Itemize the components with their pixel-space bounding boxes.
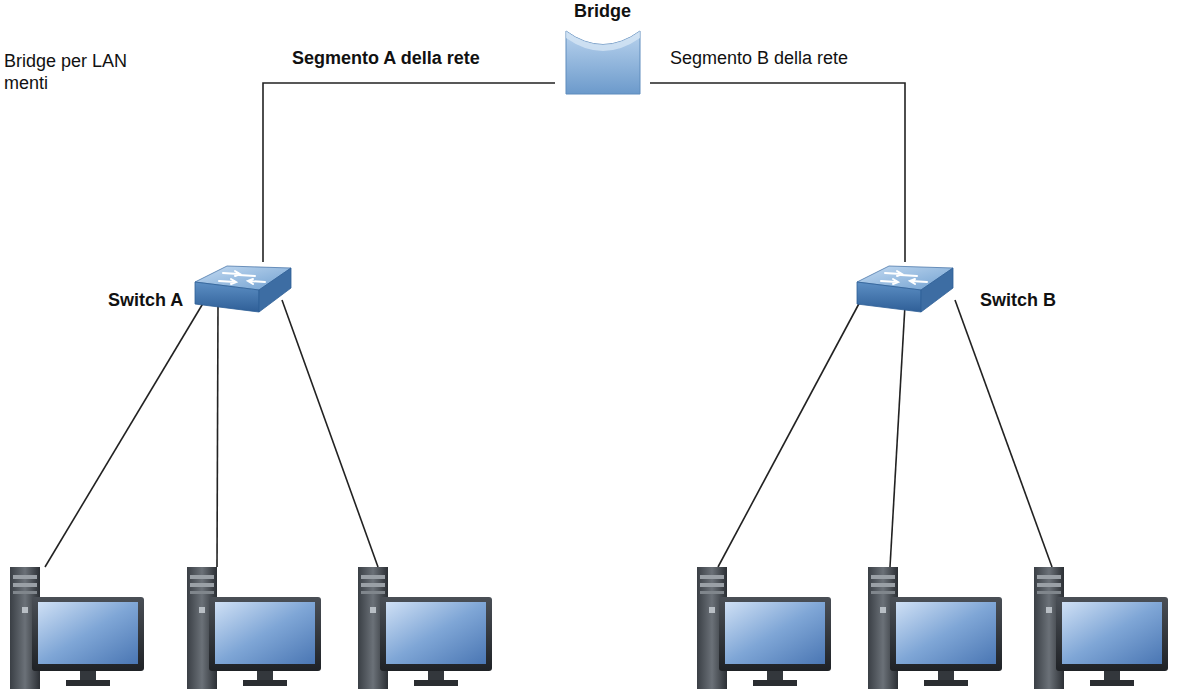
segment-label: Segmento A della rete xyxy=(290,47,482,69)
network-cables xyxy=(45,298,1052,567)
computer-icons xyxy=(10,567,1168,689)
switch-icon xyxy=(193,262,293,346)
bridge-node: Bridge xyxy=(555,0,650,97)
node-label: Switch A xyxy=(108,289,183,311)
network-link xyxy=(263,83,555,262)
node-label: Switch B xyxy=(980,289,1056,311)
node-label: Bridge xyxy=(574,0,631,22)
caption-text: Bridge per LAN xyxy=(4,50,127,72)
caption-text: menti xyxy=(4,72,48,94)
segment-label: Segmento B della rete xyxy=(668,47,850,69)
switch-node: Switch B xyxy=(850,262,1065,350)
bridge-icon xyxy=(563,28,643,100)
switch-node: Switch A xyxy=(100,262,295,350)
network-link xyxy=(650,83,905,262)
switch-icon xyxy=(855,262,955,346)
